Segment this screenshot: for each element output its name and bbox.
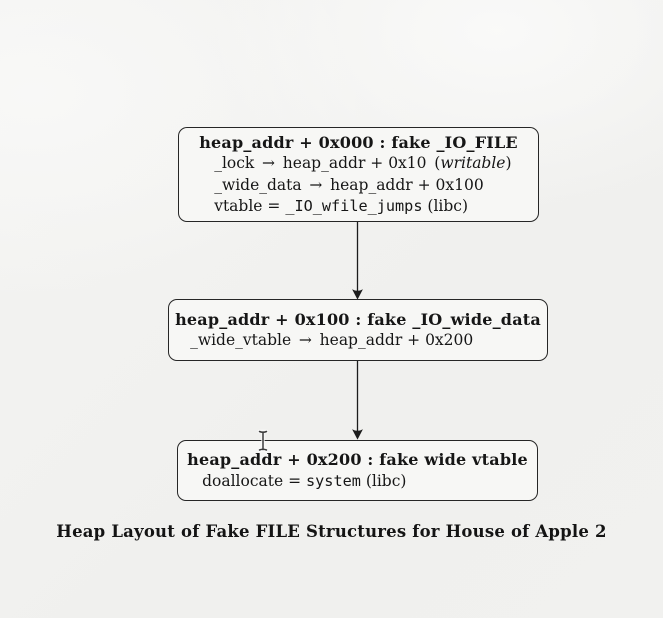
node-fake-io-wide-data: heap_addr + 0x100 : fake _IO_wide_data _…	[168, 299, 548, 361]
node-field-lock: _lock → heap_addr + 0x10 (writable)	[214, 154, 512, 172]
node-title: heap_addr + 0x100 : fake _IO_wide_data	[175, 309, 541, 329]
system-symbol: system	[306, 471, 361, 490]
connector-arrow-2	[352, 361, 363, 440]
node-field-doallocate: doallocate = system (libc)	[202, 471, 407, 490]
connector-arrow-1	[352, 222, 363, 300]
node-title: heap_addr + 0x000 : fake _IO_FILE	[199, 132, 518, 152]
node-fake-io-file: heap_addr + 0x000 : fake _IO_FILE _lock …	[178, 127, 539, 222]
figure-caption: Heap Layout of Fake FILE Structures for …	[56, 522, 607, 541]
vtable-symbol: _IO_wfile_jumps	[285, 197, 423, 215]
node-field-wide-data: _wide_data → heap_addr + 0x100	[214, 175, 484, 194]
node-title: heap_addr + 0x200 : fake wide vtable	[187, 450, 528, 469]
node-field-wide-vtable: _wide_vtable → heap_addr + 0x200	[190, 331, 474, 349]
node-fake-wide-vtable: heap_addr + 0x200 : fake wide vtable doa…	[177, 440, 538, 501]
node-content: heap_addr + 0x200 : fake wide vtable doa…	[187, 449, 528, 492]
writable-annotation: writable	[440, 154, 506, 172]
node-field-vtable: vtable = _IO_wfile_jumps (libc)	[214, 197, 469, 215]
node-content: heap_addr + 0x000 : fake _IO_FILE _lock …	[199, 132, 518, 218]
node-content: heap_addr + 0x100 : fake _IO_wide_data _…	[175, 309, 541, 352]
text-cursor-ibeam	[257, 429, 269, 452]
